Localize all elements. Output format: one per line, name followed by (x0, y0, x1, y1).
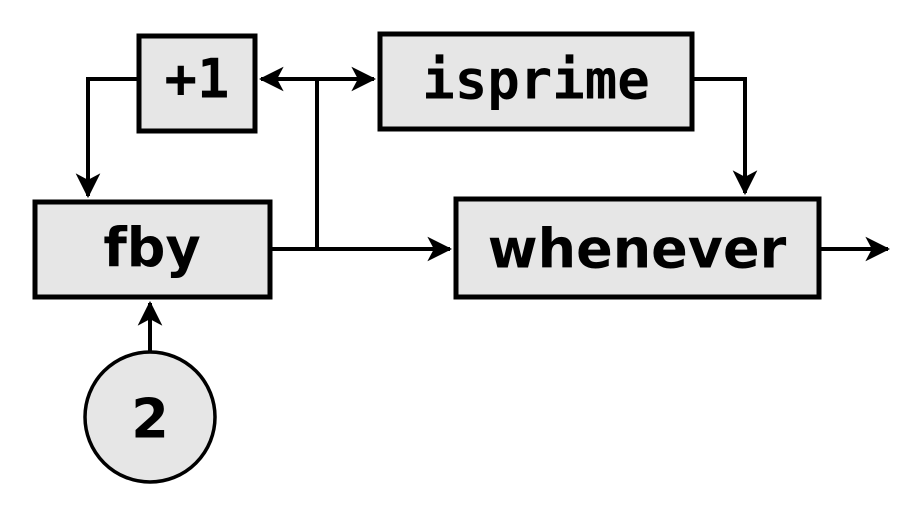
node-isprime[interactable]: isprime (377, 31, 695, 132)
node-fby-label: fby (103, 217, 200, 280)
node-whenever[interactable]: whenever (453, 196, 822, 300)
edge-layer (75, 66, 891, 352)
node-isprime-label: isprime (422, 49, 650, 112)
node-plus-one-box[interactable] (136, 33, 258, 134)
node-two-label: 2 (131, 388, 169, 451)
node-fby[interactable]: fby (32, 199, 273, 300)
node-whenever-box[interactable] (453, 196, 822, 300)
edge-isprime-to-whenever (692, 77, 758, 196)
edge-plus-one-to-fby (75, 77, 139, 199)
node-two-circle[interactable] (83, 350, 217, 484)
node-fby-box[interactable] (32, 199, 273, 300)
node-plus-one[interactable]: +1 (136, 33, 258, 134)
node-plus-one-label: +1 (164, 48, 229, 111)
node-two[interactable]: 2 (83, 350, 217, 484)
node-whenever-label: whenever (488, 218, 787, 281)
node-isprime-box[interactable] (377, 31, 695, 132)
